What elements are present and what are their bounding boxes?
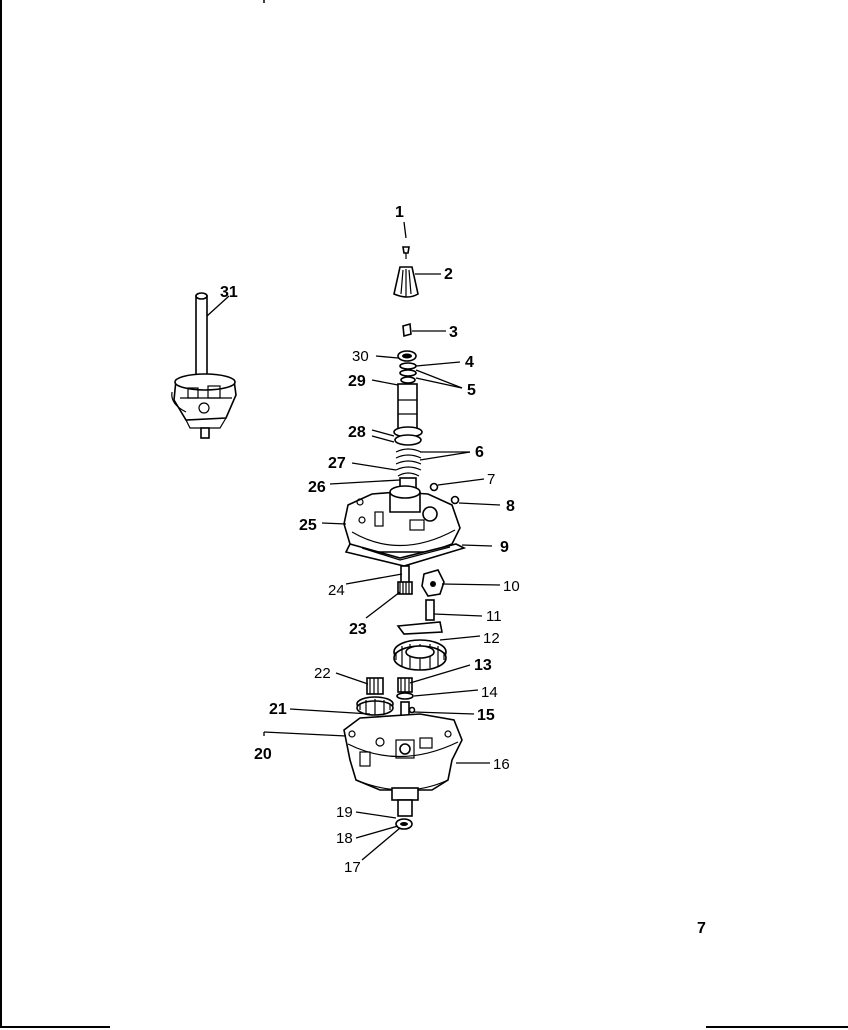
part-9-gasket: [344, 543, 467, 567]
part-27-spring: [395, 448, 422, 477]
callout-31: 31: [220, 284, 238, 301]
callout-1: 1: [395, 204, 404, 221]
part-28-bearing: [393, 426, 423, 446]
callout-7: 7: [487, 471, 495, 488]
page-number: 7: [697, 920, 706, 937]
callout-5: 5: [467, 382, 476, 399]
callout-21: 21: [269, 701, 287, 718]
callout-14: 14: [481, 684, 498, 701]
part-2-cap: [393, 266, 419, 298]
part-25-upper-housing: [343, 485, 461, 553]
callout-6: 6: [475, 444, 484, 461]
callout-8: 8: [506, 498, 515, 515]
part-18-17-seal: [395, 818, 413, 830]
part-7-8-bolts: [429, 482, 460, 505]
part-22-pinion: [366, 677, 384, 695]
callout-4: 4: [465, 354, 474, 371]
part-10-bracket: [421, 569, 445, 597]
callout-22: 22: [314, 665, 331, 682]
part-1-screw: [402, 246, 410, 259]
part-14-washer: [396, 692, 414, 700]
part-23-pinion-gear: [397, 581, 413, 595]
part-15-clip: [400, 701, 416, 721]
part-3-clip: [402, 322, 412, 338]
part-12-crank-gear: [393, 621, 447, 671]
callout-29: 29: [348, 373, 366, 390]
leader-lines: [206, 221, 501, 861]
part-4-5-washers: [399, 362, 417, 384]
callout-labels: 1 2 3 30 4 5 29 28 6 27 7 26 8 25 9 24 1…: [220, 204, 520, 876]
callout-9: 9: [500, 539, 509, 556]
part-31-transmission-assembly: [171, 292, 237, 439]
part-21-idler-gear: [356, 696, 394, 716]
callout-13: 13: [474, 657, 492, 674]
part-13-gear: [397, 677, 413, 693]
callout-27: 27: [328, 455, 346, 472]
callout-12: 12: [483, 630, 500, 647]
callout-26: 26: [308, 479, 326, 496]
callout-17: 17: [344, 859, 361, 876]
part-16-lower-housing: [343, 713, 463, 791]
callout-23: 23: [349, 621, 367, 638]
part-29-shaft: [397, 383, 418, 430]
callout-16: 16: [493, 756, 510, 773]
part-19-output-shaft: [391, 787, 419, 817]
callout-24: 24: [328, 582, 345, 599]
callout-10: 10: [503, 578, 520, 595]
part-11-pin: [425, 599, 435, 621]
callout-11: 11: [486, 608, 502, 625]
callout-25: 25: [299, 517, 317, 534]
callout-28: 28: [348, 424, 366, 441]
callout-20: 20: [254, 746, 272, 763]
callout-18: 18: [336, 830, 353, 847]
part-30-ring: [397, 350, 417, 362]
callout-15: 15: [477, 707, 495, 724]
callout-19: 19: [336, 804, 353, 821]
callout-2: 2: [444, 266, 453, 283]
callout-3: 3: [449, 324, 458, 341]
callout-30: 30: [352, 348, 369, 365]
